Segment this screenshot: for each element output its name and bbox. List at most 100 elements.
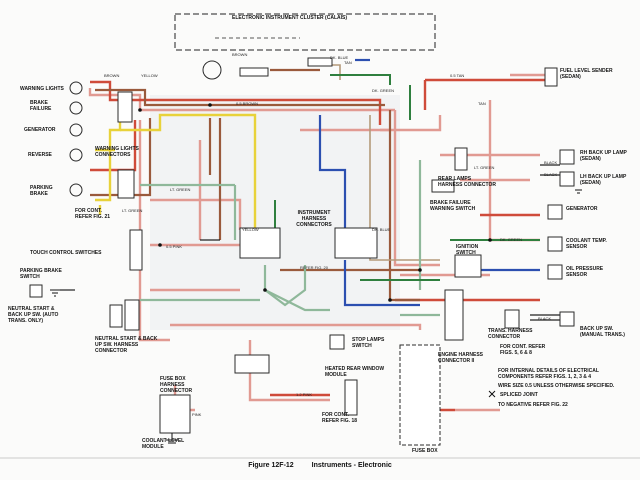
wire-label-gauge-brown: 0.5 BROWN bbox=[236, 101, 259, 106]
black-wires bbox=[60, 164, 560, 321]
coolant-temp-box bbox=[547, 236, 563, 252]
wire-label-brown-2: BROWN bbox=[232, 52, 248, 57]
lh-backup-box bbox=[559, 171, 575, 187]
oil-pressure-label: OIL PRESSURE SENSOR bbox=[566, 266, 604, 278]
fuel-level-label: FUEL LEVEL SENDER (SEDAN) bbox=[560, 68, 613, 80]
warning-bulb-5 bbox=[69, 183, 83, 197]
for-cont-18-label: FOR CONT. REFER FIG. 18 bbox=[322, 412, 358, 424]
instrument-harness-label: INSTRUMENT HARNESS CONNECTORS bbox=[296, 210, 332, 228]
lt-green-wire-4 bbox=[264, 289, 330, 312]
rear-lamps-box bbox=[454, 147, 468, 171]
wire-label-tan-2: TAN bbox=[478, 101, 486, 106]
wire-label-lt-green-2: LT. GREEN bbox=[122, 208, 143, 213]
ground-2 bbox=[166, 433, 178, 444]
wire-label-black-2: BLACK bbox=[544, 172, 558, 177]
note-spliced-joint: SPLICED JOINT bbox=[500, 392, 538, 398]
fuel-sender-box bbox=[544, 67, 558, 87]
stop-lamps-label: STOP LAMPS SWITCH bbox=[352, 337, 385, 349]
touch-control-label: TOUCH CONTROL SWITCHES bbox=[30, 250, 102, 256]
wire-label-lt-green-3: LT. GREEN bbox=[474, 165, 495, 170]
warning-connector-bottom bbox=[117, 169, 135, 199]
ground-symbols bbox=[50, 189, 582, 444]
figure-caption: Figure 12F-12 Instruments - Electronic bbox=[0, 462, 640, 469]
engine-harness-label: ENGINE HARNESS CONNECTOR II bbox=[438, 352, 484, 364]
coolant-level-box bbox=[159, 394, 191, 434]
splice-5 bbox=[418, 268, 422, 272]
splice-4 bbox=[263, 288, 267, 292]
warning-bulb-4 bbox=[69, 148, 83, 162]
wire-label-yellow-2: YELLOW bbox=[242, 227, 259, 232]
wire-label-black: BLACK bbox=[544, 160, 558, 165]
dk-green-wire-2 bbox=[330, 74, 391, 85]
trans-harness-box bbox=[504, 309, 520, 329]
stop-lamps-box bbox=[329, 334, 345, 350]
ground-1 bbox=[50, 289, 60, 297]
parking-brake-switch-label: PARKING BRAKE SWITCH bbox=[20, 268, 62, 280]
parking-brake-switch-box bbox=[29, 284, 43, 298]
figure-number: Figure 12F-12 bbox=[248, 462, 294, 469]
rh-backup-label: RH BACK UP LAMP (SEDAN) bbox=[580, 150, 627, 162]
brown-wire-1 bbox=[95, 88, 385, 107]
generator-right-box bbox=[547, 204, 563, 220]
heated-rear-window-label: HEATED REAR WINDOW MODULE bbox=[325, 366, 385, 378]
splice-6 bbox=[488, 238, 492, 242]
fuse-box-harness-label: FUSE BOX HARNESS CONNECTOR bbox=[160, 376, 193, 394]
for-cont-568-label: FOR CONT. REFER FIGS. 5, 6 & 8 bbox=[500, 344, 546, 356]
touch-control-box bbox=[129, 229, 143, 271]
fuse-box-harness-box bbox=[234, 354, 270, 374]
neutral-start-box bbox=[124, 299, 140, 331]
coolant-level-label: COOLANT LEVEL MODULE bbox=[142, 438, 185, 450]
rear-lamps-label: REAR LAMPS HARNESS CONNECTOR bbox=[438, 176, 496, 188]
cluster-plug-2 bbox=[307, 57, 333, 67]
for-cont-21-label: FOR CONT. REFER FIG. 21 bbox=[75, 208, 111, 220]
ignition-switch-box bbox=[454, 254, 482, 278]
tan-wire-2 bbox=[330, 64, 341, 80]
reverse-label: REVERSE bbox=[28, 152, 52, 158]
blue-wires bbox=[318, 58, 540, 307]
warning-bulb-2 bbox=[69, 101, 83, 115]
backup-manual-label: BACK UP SW. (MANUAL TRANS.) bbox=[580, 326, 625, 338]
trans-harness-label: TRANS. HARNESS CONNECTOR bbox=[488, 328, 533, 340]
warning-connector-top bbox=[117, 91, 133, 123]
coolant-temp-label: COOLANT TEMP. SENSOR bbox=[566, 238, 607, 250]
warning-bulb-3 bbox=[69, 123, 83, 137]
yellow-wire-2 bbox=[120, 113, 257, 240]
splice-1 bbox=[138, 108, 142, 112]
harness-connector-left bbox=[239, 227, 281, 259]
splice-7 bbox=[158, 243, 162, 247]
legend-splice-mark bbox=[488, 390, 496, 398]
pink-wire-5 bbox=[393, 110, 440, 267]
warning-lights-label: WARNING LIGHTS bbox=[20, 86, 64, 92]
red-wires bbox=[90, 78, 545, 412]
brake-failure-label: BRAKE FAILURE bbox=[30, 100, 52, 112]
parking-brake-label: PARKING BRAKE bbox=[30, 185, 53, 197]
wire-label-gauge-tan: 0.5 TAN bbox=[450, 73, 465, 78]
generator-right-label: GENERATOR bbox=[566, 206, 598, 212]
warning-bulb-1 bbox=[69, 81, 83, 95]
neutral-harness-label: NEUTRAL START & BACK UP SW. HARNESS CONN… bbox=[95, 336, 158, 354]
cluster-plug-1 bbox=[239, 67, 269, 77]
cluster-title: ELECTRONIC INSTRUMENT CLUSTER (CALAIS) bbox=[232, 15, 347, 21]
splice-2 bbox=[208, 103, 212, 107]
lh-backup-label: LH BACK UP LAMP (SEDAN) bbox=[580, 174, 627, 186]
component-boxes bbox=[29, 57, 575, 446]
red-wire-1 bbox=[90, 80, 382, 125]
brake-failure-switch-label: BRAKE FAILURE WARNING SWITCH bbox=[430, 200, 476, 212]
cluster-round-connector bbox=[202, 60, 222, 80]
rh-backup-box bbox=[559, 149, 575, 165]
backup-manual-box bbox=[559, 311, 575, 327]
fuse-box-outline bbox=[399, 344, 441, 446]
splice-3 bbox=[388, 298, 392, 302]
warning-connectors-label: WARNING LIGHTS CONNECTORS bbox=[95, 146, 139, 158]
wire-label-gauge-red: 1.2 PINK bbox=[296, 392, 313, 397]
tan-wire-1 bbox=[369, 115, 440, 261]
wire-label-dk-green: DK. GREEN bbox=[372, 88, 395, 93]
note-internal-details: FOR INTERNAL DETAILS OF ELECTRICAL COMPO… bbox=[498, 368, 599, 380]
engine-harness-box bbox=[444, 289, 464, 341]
pink-wire-17 bbox=[380, 115, 442, 132]
oil-pressure-box bbox=[547, 264, 563, 280]
spliced-joints bbox=[138, 103, 492, 302]
refer-fig-20-label: REFER FIG. 20 bbox=[300, 265, 329, 270]
